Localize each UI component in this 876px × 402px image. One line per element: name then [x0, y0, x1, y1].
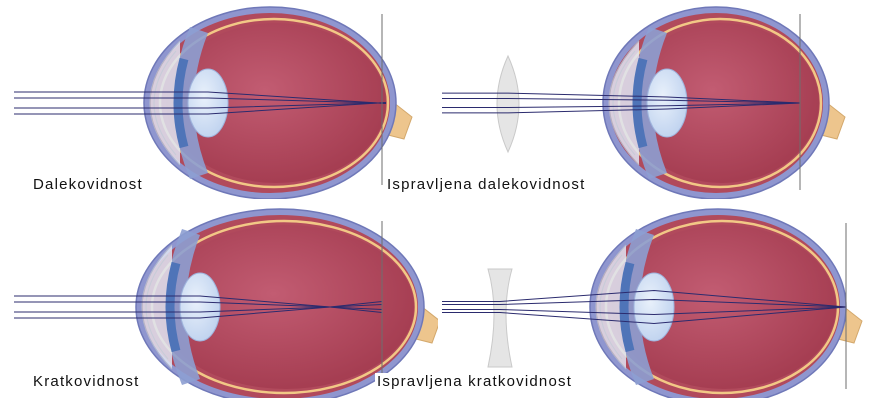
panel-label: Ispravljena dalekovidnost — [385, 176, 587, 193]
farsighted-eye-illustration — [0, 0, 438, 199]
panel-label: Kratkovidnost — [31, 373, 141, 390]
convex-lens — [497, 56, 519, 152]
eye — [590, 209, 862, 398]
panel-nearsighted: Kratkovidnost — [0, 199, 438, 398]
concave-lens — [488, 269, 512, 367]
panel-label: Ispravljena kratkovidnost — [375, 373, 574, 390]
panel-nearsighted-corrected: Ispravljena kratkovidnost — [438, 199, 876, 398]
farsighted-corrected-eye-illustration — [438, 0, 876, 199]
eye — [603, 7, 845, 199]
crystalline-lens — [647, 69, 687, 137]
crystalline-lens — [180, 273, 220, 341]
panel-farsighted-corrected: Ispravljena dalekovidnost — [438, 0, 876, 199]
crystalline-lens — [634, 273, 674, 341]
panel-label: Dalekovidnost — [31, 176, 145, 193]
concave-lens-icon — [488, 269, 512, 367]
nearsighted-corrected-eye-illustration — [438, 199, 876, 398]
crystalline-lens — [188, 69, 228, 137]
panel-farsighted: Dalekovidnost — [0, 0, 438, 199]
convex-lens-icon — [497, 56, 519, 152]
nearsighted-eye-illustration — [0, 199, 438, 398]
